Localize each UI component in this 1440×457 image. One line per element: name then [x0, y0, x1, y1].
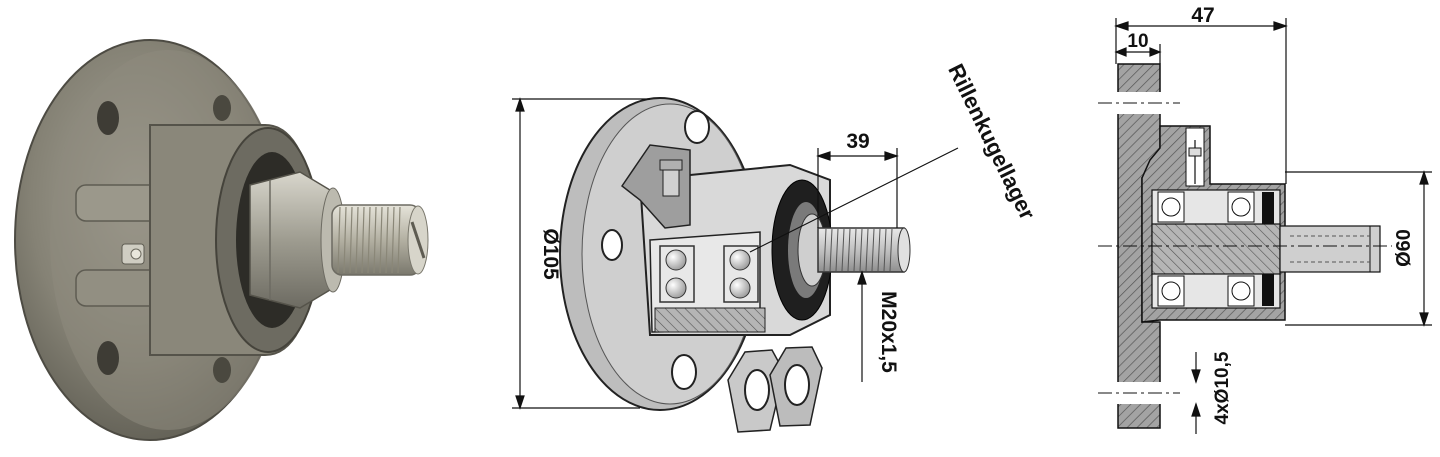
flange-hole-top — [97, 101, 119, 135]
dim-shaft-length-label: 39 — [846, 130, 869, 153]
section-view: 47 10 Ø60 4xØ10,5 — [1098, 4, 1432, 434]
cutaway-hole-bottom — [671, 354, 697, 390]
bearing-balls — [659, 245, 759, 303]
dim-flange-thickness-label: 10 — [1127, 31, 1148, 52]
hex-nut — [249, 171, 331, 309]
section-shaft — [1151, 223, 1281, 275]
dim-holes — [1191, 352, 1201, 434]
cutaway-view: Ø105 39 M20x1,5 Rillenkugellager — [512, 60, 1040, 433]
dim-shaft-length — [816, 148, 899, 228]
dim-total-length — [1114, 18, 1288, 184]
dim-holes-label: 4xØ10,5 — [1212, 351, 1233, 424]
dim-flange-thickness — [1114, 44, 1162, 64]
dim-hub-diameter-label: Ø60 — [1393, 229, 1415, 267]
dim-flange-diameter — [512, 97, 650, 410]
bearing-label: Rillenkugellager — [943, 60, 1040, 224]
dim-thread — [857, 270, 867, 382]
dim-total-length-label: 47 — [1191, 4, 1214, 27]
dim-flange-diameter-label: Ø105 — [539, 228, 562, 280]
dim-thread-label: M20x1,5 — [877, 291, 900, 373]
section-bearings — [1157, 191, 1255, 307]
cutaway-hole-top — [684, 110, 710, 144]
bearing-leader-line — [749, 147, 959, 253]
flange-hole-bottom — [97, 341, 119, 375]
threaded-stud — [331, 204, 429, 276]
dim-hub-diameter — [1285, 170, 1432, 327]
cutaway-nuts — [727, 346, 823, 433]
flange-hub-photo — [14, 39, 429, 441]
